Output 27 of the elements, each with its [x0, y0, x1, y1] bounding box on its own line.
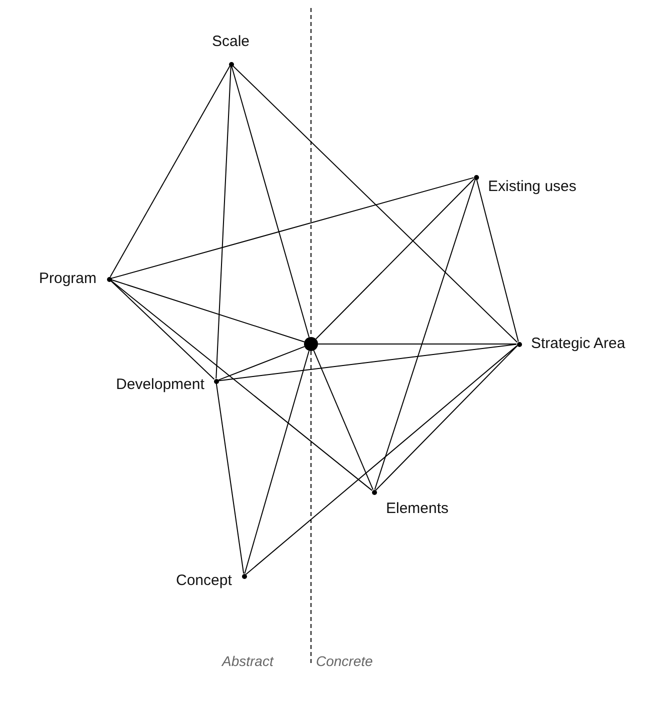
connector-line: [110, 66, 230, 278]
connector-line: [110, 280, 215, 380]
region-label: Abstract: [222, 652, 274, 670]
node-label: Existing uses: [488, 178, 576, 196]
node-label: Program: [39, 270, 97, 288]
connector-line: [216, 66, 232, 379]
connector-line: [244, 350, 310, 574]
node-label: Scale: [212, 33, 250, 51]
node-label: Concept: [176, 572, 232, 590]
connector-line: [218, 346, 305, 381]
connector-line: [216, 382, 244, 574]
connector-line: [476, 178, 519, 342]
connector-line: [110, 177, 474, 279]
node-label: Development: [116, 376, 204, 394]
connector-line: [218, 344, 518, 382]
connector-line: [375, 345, 518, 491]
node-label: Strategic Area: [531, 335, 626, 353]
connector-line: [110, 279, 305, 342]
connector-line: [315, 178, 475, 340]
connector-line: [374, 178, 476, 490]
connector-line: [245, 345, 518, 575]
node-label: Elements: [386, 500, 449, 518]
connector-line: [231, 66, 310, 338]
connector-line: [313, 350, 374, 490]
connector-line: [110, 280, 373, 491]
connector-line: [232, 65, 518, 343]
region-label: Concrete: [316, 652, 373, 670]
